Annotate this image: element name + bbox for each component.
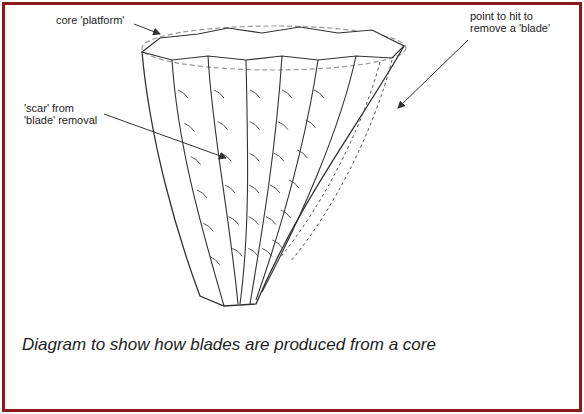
platform-outline [142,26,406,70]
next-blade-line [290,60,392,262]
scar-ridges [172,56,356,306]
ripple-marks [178,90,324,265]
caption: Diagram to show how blades are produced … [22,334,462,355]
next-blade-line [280,62,380,258]
core-body [142,46,404,306]
callout-label: point to hit to remove a 'blade' [470,10,566,34]
core-platform [142,27,404,60]
callout-label: core 'platform' [56,14,124,26]
leader-lines [104,24,468,158]
callout-label: 'scar' from 'blade' removal [24,102,106,126]
